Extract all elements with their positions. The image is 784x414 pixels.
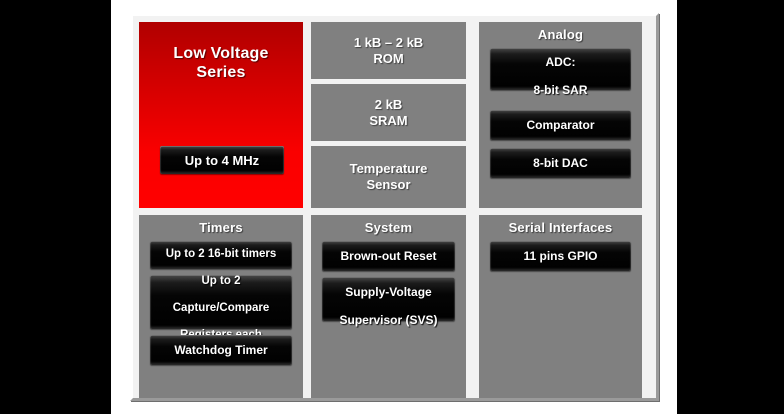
temperature-sensor-block[interactable]: Temperature Sensor	[311, 146, 466, 208]
sram-text: 2 kB SRAM	[311, 84, 466, 141]
brown-out-reset-label: Brown-out Reset	[340, 249, 437, 263]
analog-title: Analog	[537, 27, 584, 42]
cc-line1: Up to 2	[201, 275, 241, 287]
svs-line1: Supply-Voltage	[345, 285, 432, 299]
diagram-inner: Low Voltage Series Up to 4 MHz 1 kB – 2 …	[139, 22, 650, 398]
sram-line1: 2 kB	[374, 96, 403, 112]
diagram-frame: Low Voltage Series Up to 4 MHz 1 kB – 2 …	[130, 13, 659, 401]
brown-out-reset-chip[interactable]: Brown-out Reset	[322, 241, 455, 271]
serial-interfaces-title: Serial Interfaces	[508, 220, 613, 235]
hero-title-line1: Low Voltage	[173, 45, 269, 62]
rom-text: 1 kB – 2 kB ROM	[311, 22, 466, 79]
system-panel[interactable]: System Brown-out Reset Supply-Voltage Su…	[311, 215, 466, 398]
rom-block[interactable]: 1 kB – 2 kB ROM	[311, 22, 466, 79]
rom-line1: 1 kB – 2 kB	[353, 34, 424, 50]
timers-title: Timers	[199, 220, 243, 235]
svs-chip[interactable]: Supply-Voltage Supervisor (SVS)	[322, 277, 455, 327]
comparator-label: Comparator	[526, 118, 595, 132]
analog-panel[interactable]: Analog ADC: 8-bit SAR Comparator 8-bit D…	[479, 22, 642, 208]
gpio-label: 11 pins GPIO	[523, 249, 598, 263]
svs-label: Supply-Voltage Supervisor (SVS)	[336, 271, 440, 327]
cc-line2: Capture/Compare	[172, 302, 270, 314]
temp-line1: Temperature	[349, 161, 428, 176]
timers-16bit-chip[interactable]: Up to 2 16-bit timers	[150, 241, 292, 269]
watchdog-timer-chip[interactable]: Watchdog Timer	[150, 335, 292, 365]
capture-compare-chip[interactable]: Up to 2 Capture/Compare Registers each	[150, 275, 292, 341]
adc-label: ADC: 8-bit SAR	[531, 41, 591, 97]
dac-chip[interactable]: 8-bit DAC	[490, 148, 631, 178]
capture-compare-label: Up to 2 Capture/Compare Registers each	[170, 262, 273, 343]
serial-interfaces-panel[interactable]: Serial Interfaces 11 pins GPIO	[479, 215, 642, 398]
sram-block[interactable]: 2 kB SRAM	[311, 84, 466, 141]
dac-label: 8-bit DAC	[533, 156, 588, 170]
timers-16bit-label: Up to 2 16-bit timers	[165, 248, 277, 261]
temperature-sensor-text: Temperature Sensor	[311, 146, 466, 208]
adc-chip[interactable]: ADC: 8-bit SAR	[490, 48, 631, 97]
temp-line2: Sensor	[366, 177, 411, 192]
clock-speed-label: Up to 4 MHz	[184, 152, 260, 168]
hero-title-line2: Series	[196, 64, 246, 81]
clock-speed-chip[interactable]: Up to 4 MHz	[160, 146, 284, 174]
sram-line2: SRAM	[369, 112, 408, 128]
system-title: System	[364, 220, 413, 235]
adc-line1: ADC:	[545, 55, 576, 69]
rom-line2: ROM	[373, 50, 404, 66]
low-voltage-series-panel[interactable]: Low Voltage Series Up to 4 MHz	[139, 22, 303, 208]
hero-title: Low Voltage Series	[139, 22, 303, 82]
adc-line2: 8-bit SAR	[533, 83, 588, 97]
watchdog-timer-label: Watchdog Timer	[174, 343, 268, 357]
timers-panel[interactable]: Timers Up to 2 16-bit timers Up to 2 Cap…	[139, 215, 303, 398]
svs-line2: Supervisor (SVS)	[339, 313, 438, 327]
gpio-chip[interactable]: 11 pins GPIO	[490, 241, 631, 271]
comparator-chip[interactable]: Comparator	[490, 110, 631, 140]
